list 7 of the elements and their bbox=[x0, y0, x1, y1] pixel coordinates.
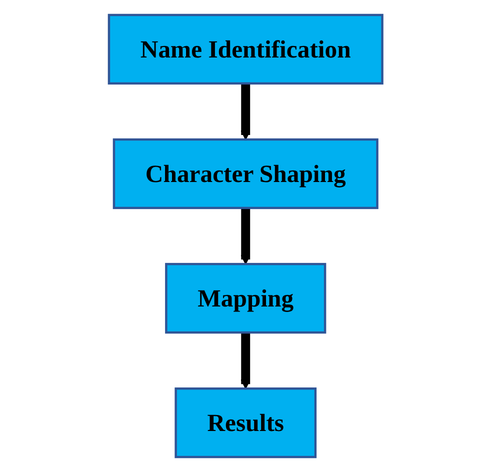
arrow bbox=[241, 332, 251, 390]
node-box: Results bbox=[175, 387, 317, 458]
node-box: Name Identification bbox=[108, 14, 384, 85]
arrow bbox=[241, 83, 251, 140]
arrow bbox=[241, 208, 251, 264]
node-box: Character Shaping bbox=[113, 138, 379, 210]
node-box: Mapping bbox=[165, 262, 327, 334]
